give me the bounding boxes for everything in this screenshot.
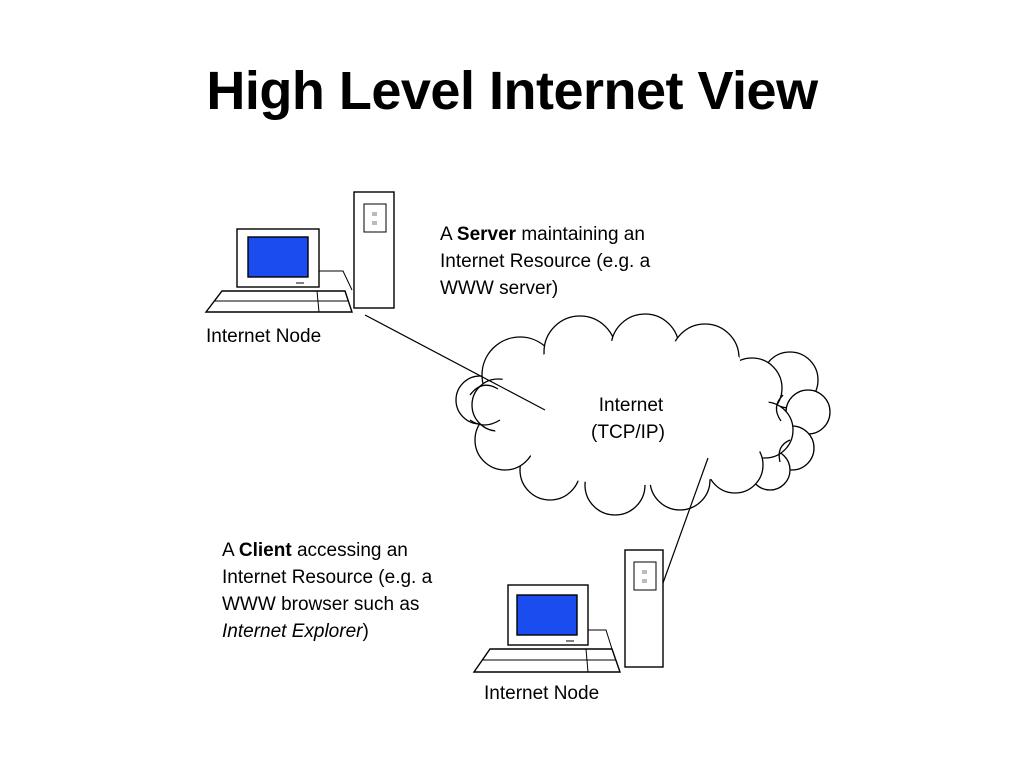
cloud-label-line1: Internet: [599, 395, 664, 416]
client-desc-line1: A Client accessing an: [222, 540, 408, 561]
server-desc-line3: WWW server): [440, 278, 558, 299]
cloud-body: [490, 340, 772, 485]
page-title: High Level Internet View: [206, 61, 818, 121]
tower-icon: [624, 549, 664, 668]
client-desc-line4: Internet Explorer): [222, 621, 369, 642]
cloud-inner-strokes: [469, 384, 791, 463]
client-desc-line3: WWW browser such as: [222, 594, 419, 615]
bottom-node-label: Internet Node: [484, 683, 599, 704]
monitor-screen: [516, 594, 578, 636]
server-to-cloud-line: [364, 314, 546, 411]
server-desc-line2: Internet Resource (e.g. a: [440, 251, 651, 272]
client-to-cloud-line: [662, 457, 709, 584]
cloud-label-line2: (TCP/IP): [591, 422, 665, 443]
server-desc-line1: A Server maintaining an: [440, 224, 645, 245]
internet-cloud: [455, 313, 831, 516]
server-description: A Server maintaining an Internet Resourc…: [440, 224, 651, 299]
top-node-label: Internet Node: [206, 326, 321, 347]
client-desc-line2: Internet Resource (e.g. a: [222, 567, 433, 588]
bottom-internet-node: [472, 549, 664, 673]
monitor-screen: [247, 236, 309, 278]
client-description: A Client accessing an Internet Resource …: [222, 540, 433, 642]
top-internet-node: [204, 191, 395, 313]
